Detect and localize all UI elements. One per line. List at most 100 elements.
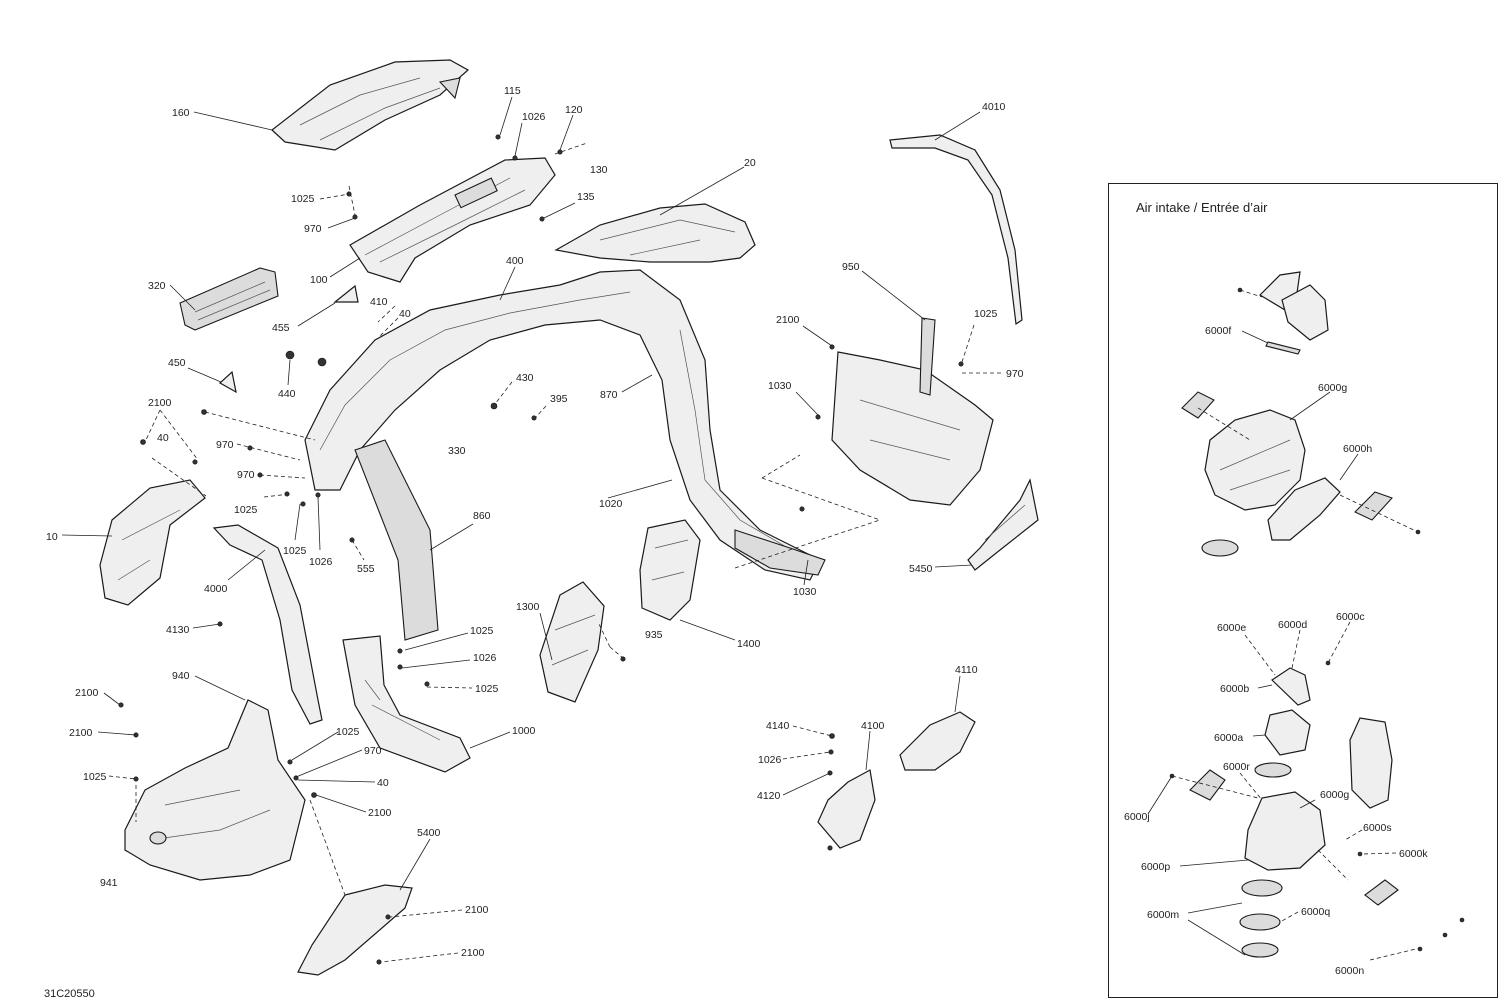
callout-label: 6000q [1301, 906, 1330, 918]
callout-label: 430 [516, 372, 534, 384]
part-950-panel [831, 351, 994, 506]
callout-label: 970 [304, 223, 322, 235]
callout-label: 160 [172, 107, 190, 119]
part-4010-beam [889, 134, 1023, 326]
callout-label: 4110 [955, 664, 978, 676]
part-1400 [639, 519, 701, 621]
callout-label: 1025 [283, 545, 307, 557]
callout-label: 935 [645, 629, 663, 641]
part-4100 [817, 769, 876, 849]
callout-label: 970 [364, 745, 382, 757]
callout-label: 6000d [1278, 619, 1307, 631]
callout-label: 4130 [166, 624, 190, 636]
callout-label: 455 [272, 322, 290, 334]
callout-label: 130 [590, 164, 608, 176]
callout-label: 40 [377, 777, 389, 789]
callout-label: 4000 [204, 583, 228, 595]
callout-label: 6000r [1223, 761, 1250, 773]
callout-label: 2100 [368, 807, 392, 819]
part-1000-rail [342, 635, 471, 773]
callout-label: 950 [842, 261, 860, 273]
callout-label: 1025 [336, 726, 360, 738]
part-860-duct [354, 439, 439, 641]
callout-label: 100 [310, 274, 328, 286]
callout-label: 1030 [768, 380, 792, 392]
callout-label: 4120 [757, 790, 781, 802]
callout-label: 970 [1006, 368, 1024, 380]
callout-label: 2100 [776, 314, 800, 326]
callout-label: 1025 [475, 683, 499, 695]
callout-label: 941 [100, 877, 118, 889]
part-320-grille [179, 267, 279, 331]
part-1300 [539, 581, 605, 703]
callout-label: 1025 [83, 771, 107, 783]
callout-label: 555 [357, 563, 375, 575]
callout-label: 4100 [861, 720, 885, 732]
callout-label: 4010 [982, 101, 1006, 113]
callout-label: 6000j [1124, 811, 1150, 823]
callout-label: 940 [172, 670, 190, 682]
callout-label: 6000h [1343, 443, 1372, 455]
callout-label: 2100 [465, 904, 489, 916]
callout-label: 1025 [470, 625, 494, 637]
callout-label: 2100 [75, 687, 99, 699]
callout-label: 320 [148, 280, 166, 292]
callout-label: 410 [370, 296, 388, 308]
callout-label: 1025 [974, 308, 998, 320]
part-5400-skid [297, 884, 413, 976]
inset-title: Air intake / Entrée d’air [1136, 200, 1268, 215]
callout-labels: 160 115 1026 120 130 135 1025 970 100 20… [46, 85, 1428, 977]
callout-label: 10 [46, 531, 58, 543]
callout-label: 6000a [1214, 732, 1243, 744]
callout-label: 115 [504, 85, 521, 97]
callout-label: 6000n [1335, 965, 1364, 977]
air-intake-inset-frame [1108, 183, 1498, 998]
part-20-hood [554, 203, 756, 263]
callout-label: 6000e [1217, 622, 1246, 634]
part-160-cover [271, 59, 470, 151]
callout-label: 1300 [516, 601, 540, 613]
callout-label: 1026 [309, 556, 333, 568]
callout-label: 6000m [1147, 909, 1179, 921]
part-4110 [899, 711, 976, 771]
callout-label: 1400 [737, 638, 761, 650]
callout-label: 400 [506, 255, 524, 267]
callout-label: 135 [577, 191, 595, 203]
callout-label: 20 [744, 157, 756, 169]
callout-label: 5400 [417, 827, 441, 839]
callout-label: 970 [237, 469, 255, 481]
callout-label: 2100 [148, 397, 172, 409]
drawing-code: 31C20550 [44, 988, 95, 1000]
part-400-frame [304, 269, 821, 581]
part-6000a [1264, 709, 1311, 756]
callout-label: 450 [168, 357, 186, 369]
callout-label: 40 [157, 432, 169, 444]
callout-label: 6000s [1363, 822, 1392, 834]
callout-label: 1026 [522, 111, 546, 123]
callout-label: 6000g [1320, 789, 1349, 801]
part-4000-rail [212, 524, 323, 725]
callout-label: 6000g [1318, 382, 1347, 394]
callout-label: 4140 [766, 720, 790, 732]
part-940-panel [124, 699, 306, 881]
part-shapes [99, 59, 1465, 976]
callout-label: 5450 [909, 563, 933, 575]
part-10-fender [99, 479, 206, 606]
callout-label: 6000p [1141, 861, 1170, 873]
callout-label: 120 [565, 104, 583, 116]
part-5450-plate [967, 478, 1039, 571]
callout-label: 1025 [291, 193, 315, 205]
callout-label: 870 [600, 389, 618, 401]
callout-label: 6000c [1336, 611, 1365, 623]
callout-label: 1020 [599, 498, 623, 510]
part-6000p-housing [1244, 791, 1326, 871]
callout-label: 440 [278, 388, 296, 400]
callout-label: 330 [448, 445, 466, 457]
leader-lines [61, 96, 1421, 963]
callout-label: 2100 [69, 727, 93, 739]
callout-label: 1026 [473, 652, 497, 664]
callout-label: 1026 [758, 754, 782, 766]
part-6000b [1271, 667, 1311, 706]
callout-label: 970 [216, 439, 234, 451]
